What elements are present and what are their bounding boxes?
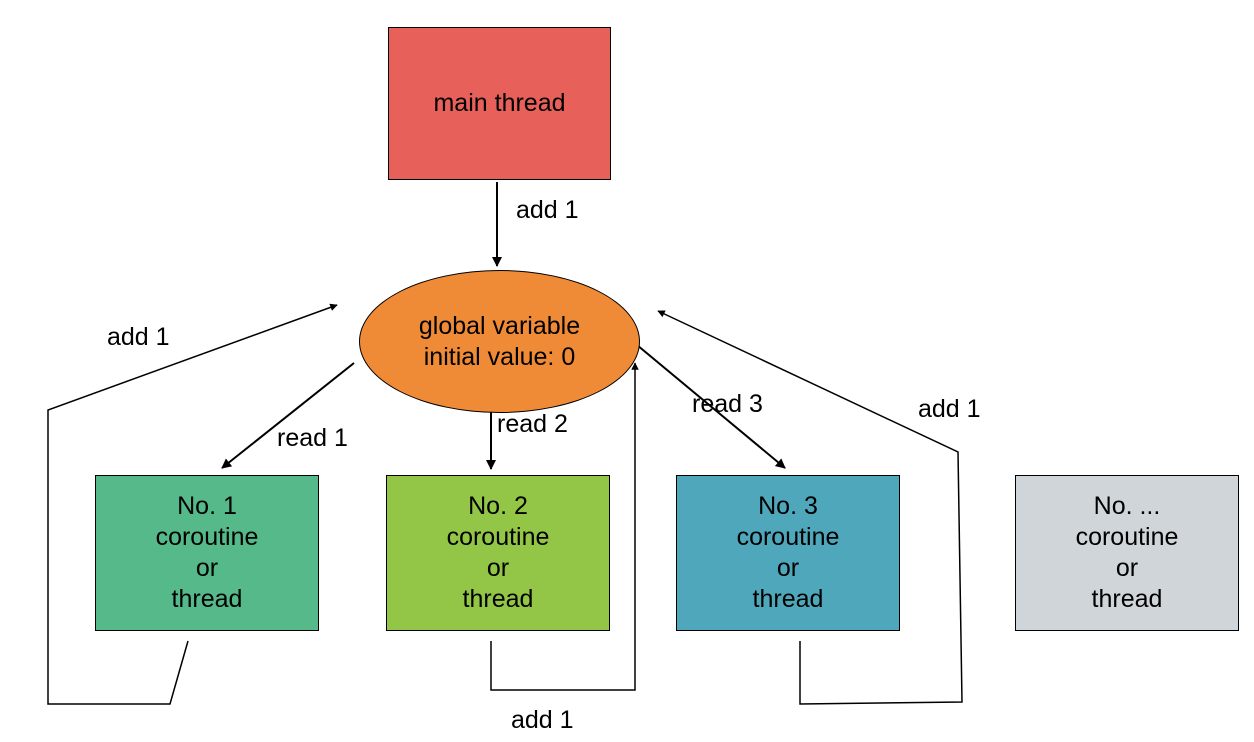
coroutine-1-box: No. 1 coroutine or thread [95, 475, 319, 631]
coroutine-3-line-1: No. 3 [758, 492, 818, 520]
coroutine-2-line-1: No. 2 [468, 492, 528, 520]
label-c3-add: add 1 [918, 395, 981, 423]
coroutine-3-line-2: coroutine [736, 523, 840, 551]
coroutine-1-line-3: or [195, 554, 219, 582]
arrow-c1-add [47, 303, 338, 705]
coroutine-1-line-2: coroutine [155, 523, 259, 551]
coroutine-1-line-4: thread [171, 585, 243, 613]
label-c2-add: add 1 [511, 706, 574, 734]
arrow-c2-add [490, 362, 639, 691]
coroutine-n-line-2: coroutine [1075, 523, 1179, 551]
arrow-read-3 [636, 344, 786, 469]
main-thread-label: main thread [433, 89, 566, 117]
coroutine-2-line-4: thread [462, 585, 534, 613]
coroutine-1-line-1: No. 1 [177, 492, 237, 520]
coroutine-3-line-4: thread [752, 585, 824, 613]
coroutine-2-line-3: or [486, 554, 510, 582]
global-variable-node: global variable initial value: 0 [359, 270, 640, 413]
label-c1-add: add 1 [107, 323, 170, 351]
coroutine-n-line-4: thread [1091, 585, 1163, 613]
coroutine-2-line-2: coroutine [446, 523, 550, 551]
arrow-read-1 [221, 362, 355, 469]
label-read-2: read 2 [497, 410, 568, 438]
label-main-add: add 1 [516, 196, 579, 224]
global-variable-line-2: initial value: 0 [423, 342, 576, 371]
coroutine-2-box: No. 2 coroutine or thread [386, 475, 610, 631]
label-read-3: read 3 [692, 390, 763, 418]
main-thread-box: main thread [388, 27, 611, 180]
arrow-c3-add [657, 310, 963, 705]
label-read-1: read 1 [277, 424, 348, 452]
coroutine-3-line-3: or [776, 554, 800, 582]
coroutine-n-box: No. ... coroutine or thread [1015, 475, 1239, 631]
global-variable-line-1: global variable [418, 311, 581, 340]
coroutine-n-line-1: No. ... [1093, 492, 1161, 520]
coroutine-n-line-3: or [1115, 554, 1139, 582]
coroutine-3-box: No. 3 coroutine or thread [676, 475, 900, 631]
